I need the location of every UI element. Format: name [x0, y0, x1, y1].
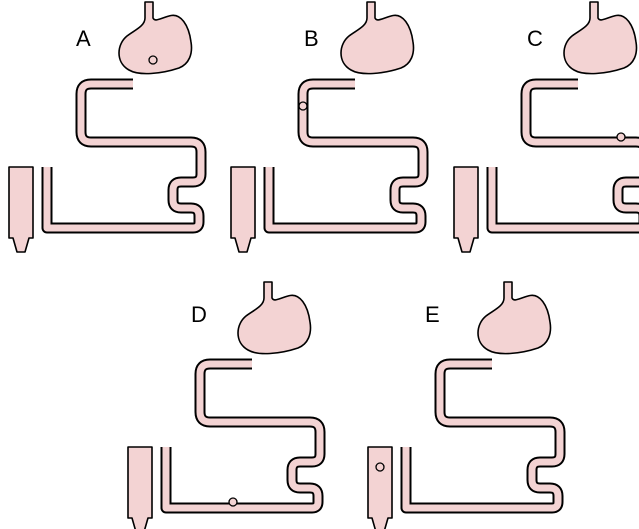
panel-label-b: B [304, 26, 319, 51]
marker-dot [149, 56, 157, 64]
panel-label-e: E [425, 302, 440, 327]
panel-label-c: C [527, 26, 543, 51]
marker-dot [617, 133, 625, 141]
marker-dot [299, 102, 307, 110]
panel-e [368, 282, 560, 529]
panel-a [9, 2, 201, 252]
panel-label-d: D [191, 302, 207, 327]
panel-d [128, 282, 320, 529]
marker-dot [229, 498, 237, 506]
panel-c [454, 2, 639, 252]
panel-b [231, 2, 423, 252]
marker-dot [376, 463, 384, 471]
panel-label-a: A [76, 26, 91, 51]
